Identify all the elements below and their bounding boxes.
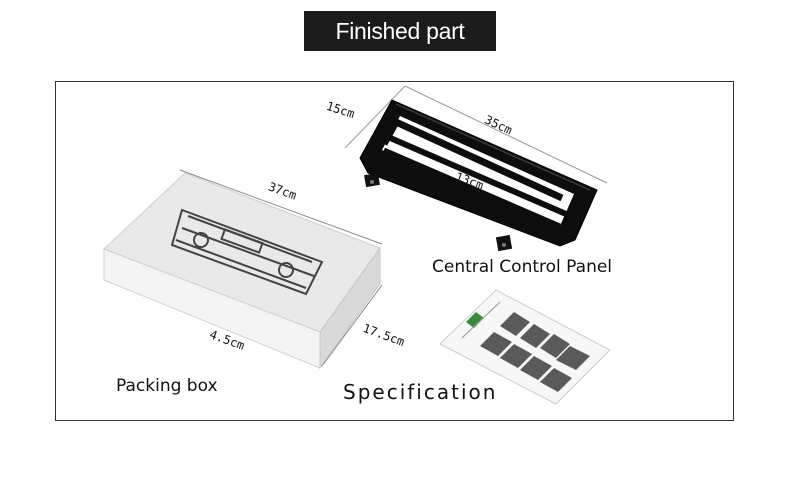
page-title: Finished part [304,11,496,51]
control-panel-image [344,85,608,252]
manual-image [439,289,611,405]
specification-label: Specification [343,380,498,404]
packing-box-image [103,169,383,370]
packing-box-label: Packing box [116,376,218,396]
central-control-panel-label: Central Control Panel [432,257,613,277]
product-frame [55,81,734,421]
box-panel-sketch [170,208,324,296]
